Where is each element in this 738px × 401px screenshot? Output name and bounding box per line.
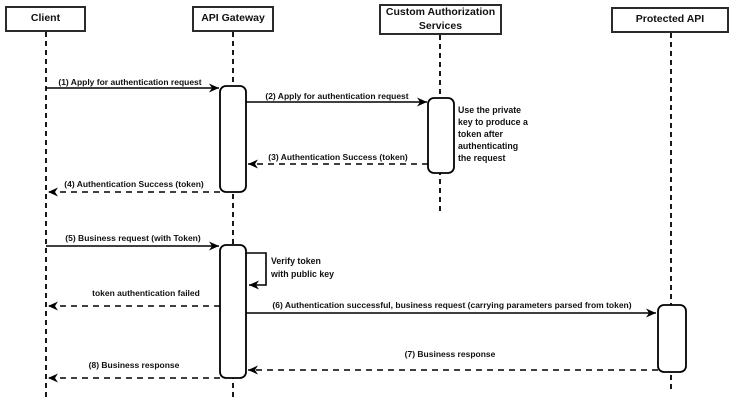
participant-api-gateway-label: API Gateway	[201, 12, 265, 25]
participant-protected-api: Protected API	[611, 7, 729, 33]
activation-custom-auth	[427, 97, 455, 174]
participant-client-label: Client	[30, 12, 61, 25]
note-verify-token: Verify token with public key	[271, 256, 335, 279]
message-2-label: (2) Apply for authentication request	[265, 91, 409, 101]
message-6-label: (6) Authentication successful, business …	[272, 300, 632, 310]
note-use-private-key: Use the private key to produce a token a…	[458, 105, 528, 163]
message-token-failed-label: token authentication failed	[92, 288, 200, 298]
arrow-verify-token-self-loop	[246, 252, 267, 290]
message-1-label: (1) Apply for authentication request	[58, 77, 202, 87]
activation-api-gateway-auth	[219, 85, 247, 193]
activation-protected-api	[657, 304, 687, 373]
message-4-label: (4) Authentication Success (token)	[64, 179, 204, 189]
participant-api-gateway: API Gateway	[192, 6, 274, 32]
participant-client: Client	[5, 6, 86, 32]
message-8-label: (8) Business response	[88, 360, 180, 370]
participant-protected-api-label: Protected API	[635, 13, 705, 26]
message-3-label: (3) Authentication Success (token)	[268, 152, 408, 162]
message-5-label: (5) Business request (with Token)	[65, 233, 201, 243]
participant-custom-auth: Custom Authorization Services	[379, 4, 502, 35]
message-7-label: (7) Business response	[404, 349, 496, 359]
activation-api-gateway-business	[219, 244, 247, 379]
participant-custom-auth-label: Custom Authorization Services	[385, 6, 496, 32]
